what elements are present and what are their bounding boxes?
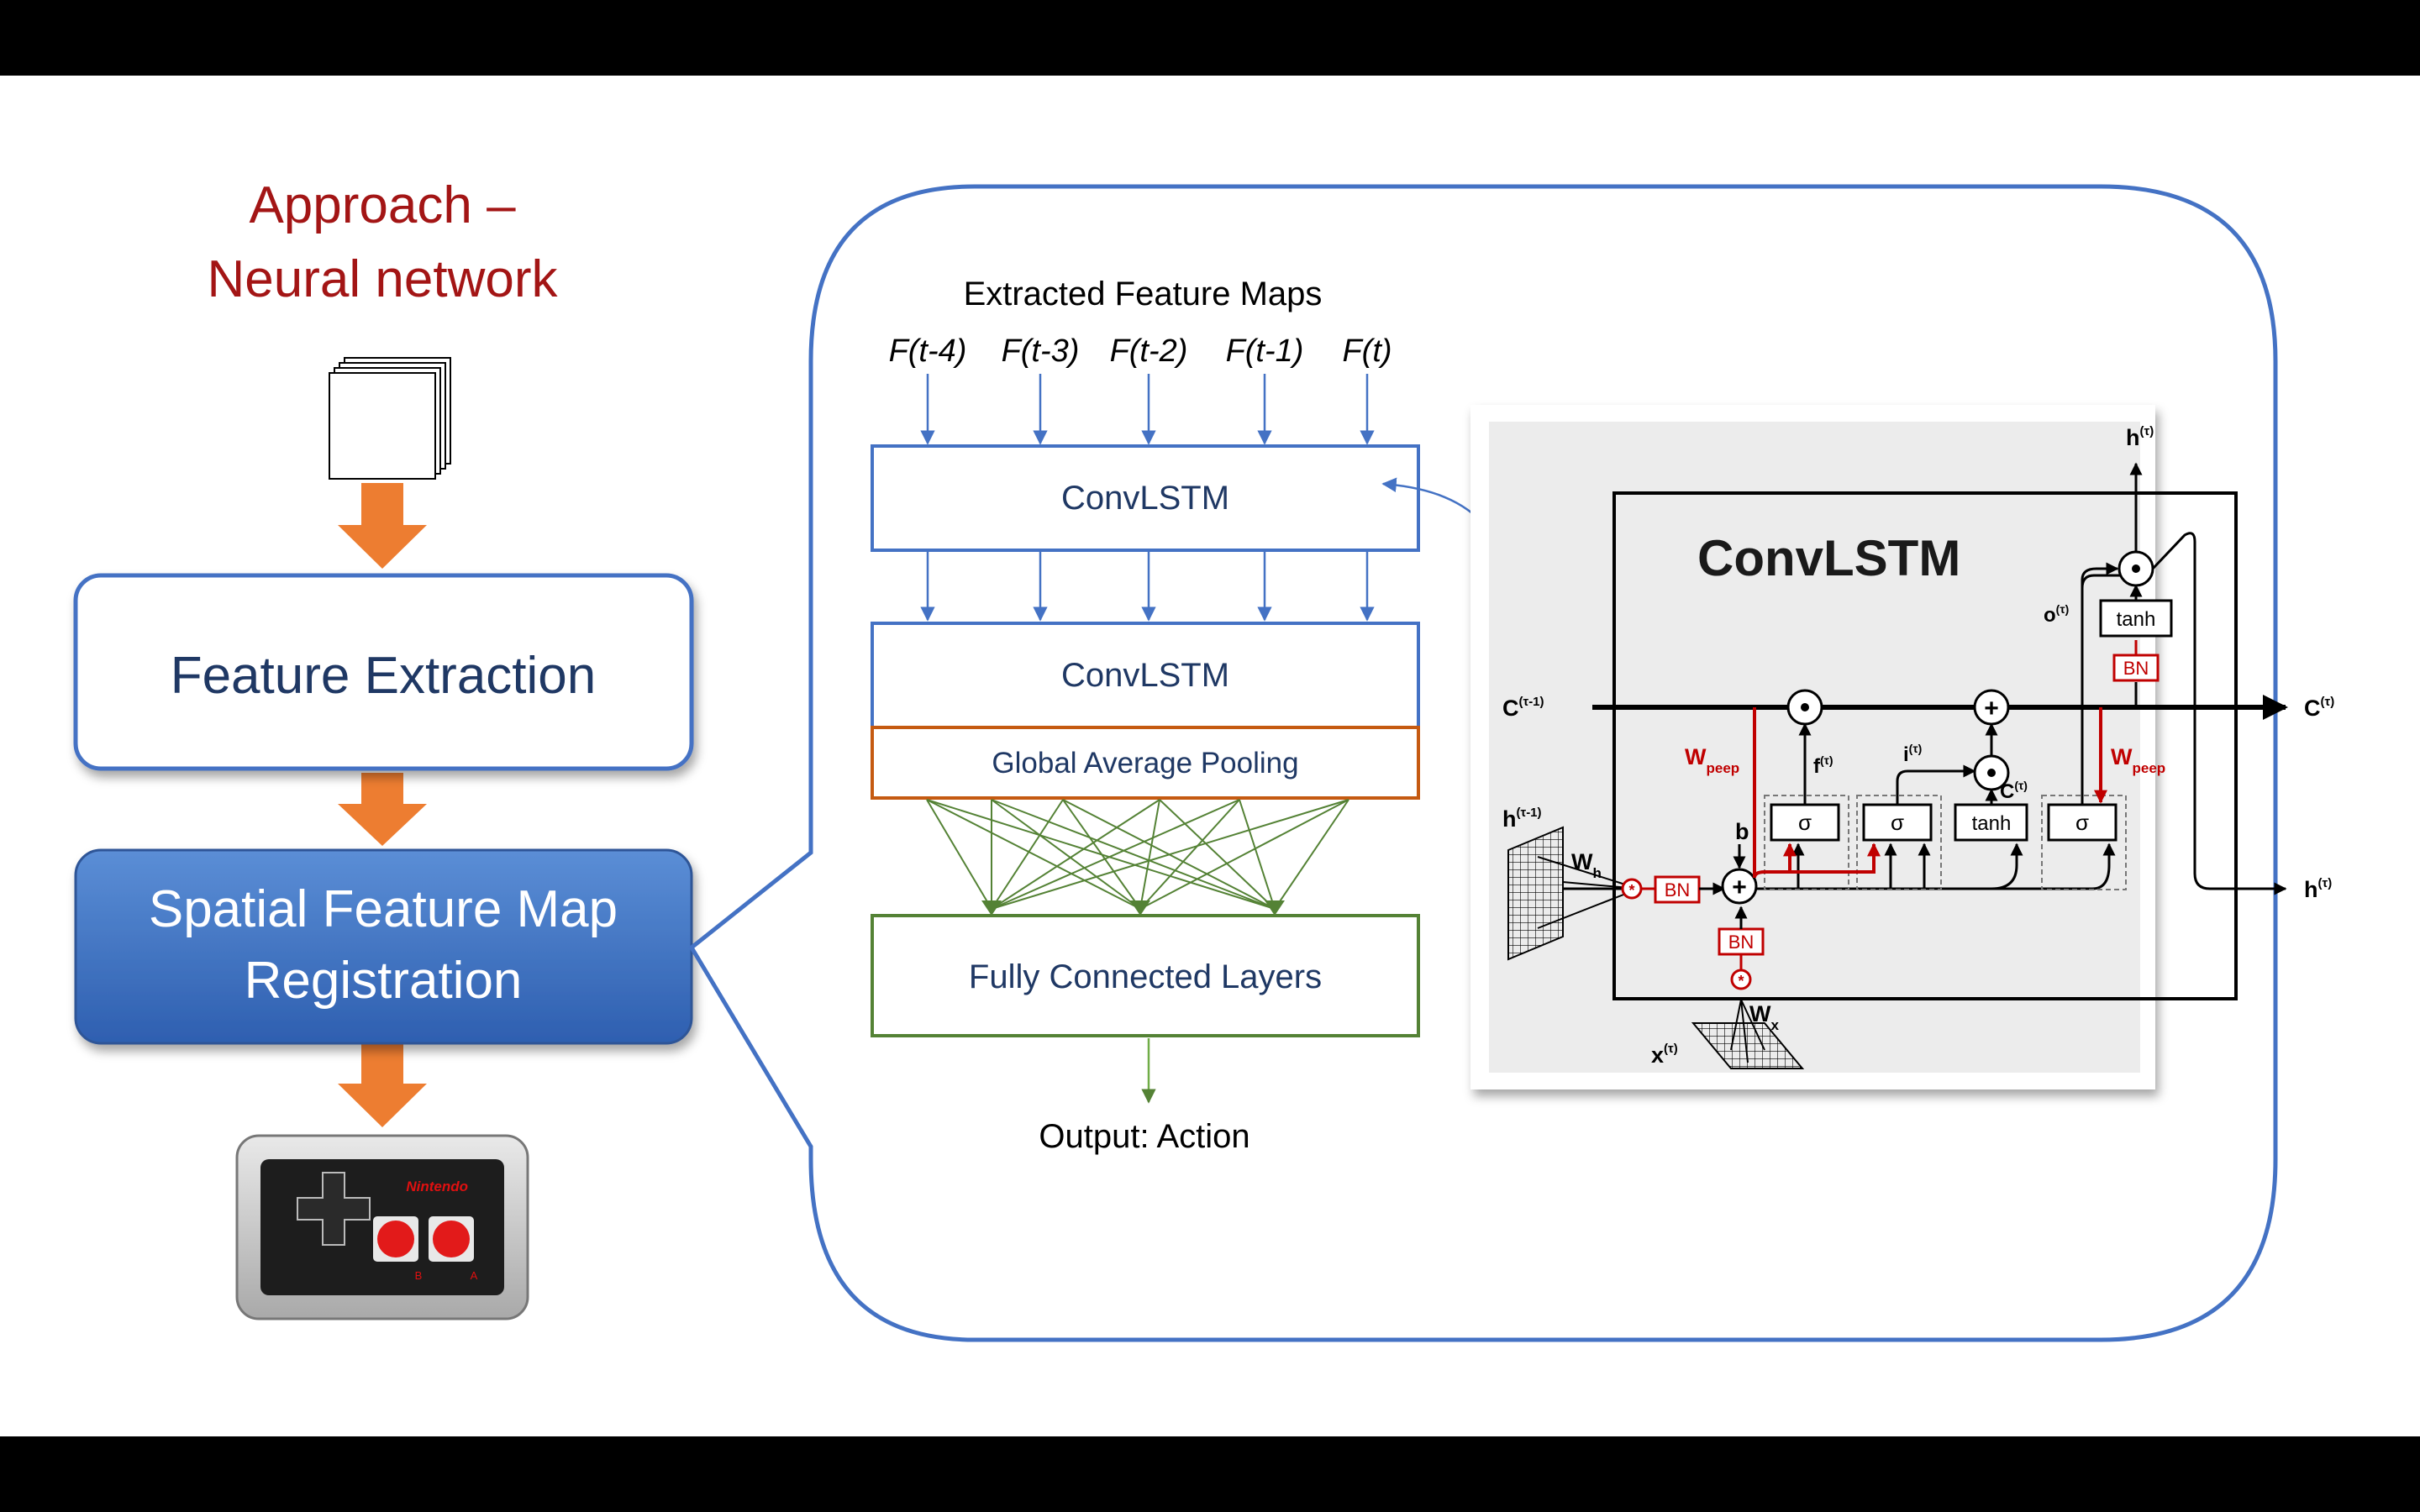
dense-connection-line <box>1139 799 1349 910</box>
svg-text:*: * <box>1628 882 1634 899</box>
output-gate-box <box>2047 803 2118 842</box>
bias-label: b <box>1735 819 1749 844</box>
dense-arrowhead-icon <box>1130 900 1150 916</box>
dense-connection-line <box>926 799 992 910</box>
down-arrow-icon <box>338 773 427 846</box>
cell-border <box>1612 491 2238 1000</box>
convlstm-layer-2-label: ConvLSTM <box>1061 657 1229 694</box>
output-tanh-label: tanh <box>2117 608 2156 631</box>
input-gate-box <box>1862 803 1933 842</box>
bn-h-box <box>1654 875 1701 904</box>
controller-brand: Nintendo <box>406 1179 468 1194</box>
svg-text:+: + <box>1984 695 1999 722</box>
dense-connection-line <box>1139 799 1160 910</box>
conv-op-h-icon <box>1621 878 1643 900</box>
dense-connection-line <box>991 799 1276 910</box>
cell-title: ConvLSTM <box>1697 530 1960 586</box>
dense-connection-line <box>991 799 1064 910</box>
dense-connections <box>926 799 1349 916</box>
dense-arrowhead-icon <box>1265 900 1285 916</box>
a-button-icon <box>433 1221 470 1257</box>
w-peep-left-label: Wpeep <box>1685 744 1739 776</box>
h-out-label: h(τ) <box>2304 876 2332 902</box>
output-label: Output: Action <box>1039 1118 1249 1155</box>
dense-connection-line <box>1139 799 1240 910</box>
convlstm-cell-figure <box>1470 405 2238 1089</box>
sum-node-icon <box>1721 868 1758 905</box>
dense-connection-line <box>991 799 1349 910</box>
frame-labels: F(t-4) F(t-3) F(t-2) F(t-1) F(t) <box>889 333 1392 369</box>
w-peep-right-label: Wpeep <box>2111 744 2165 776</box>
registration-label-line2: Registration <box>245 952 523 1010</box>
frame-label: F(t-3) <box>1002 333 1080 369</box>
down-arrow-icon <box>338 1044 427 1127</box>
forget-gate-label: f(τ) <box>1813 753 1833 778</box>
game-controller-icon: Nintendo B A <box>235 1134 529 1320</box>
output-gate-sigma: σ <box>2075 810 2089 835</box>
dense-arrowhead-icon <box>981 900 1002 916</box>
registration-label-line1: Spatial Feature Map <box>149 880 618 938</box>
c-next-label-rendered: C(τ) <box>2304 695 2334 721</box>
frame-label: F(t-4) <box>889 333 967 369</box>
b-button-icon <box>377 1221 414 1257</box>
global-average-pooling-label: Global Average Pooling <box>992 747 1298 780</box>
c-prev-label: C(τ-1) <box>1502 695 1544 721</box>
dense-connection-line <box>1159 799 1276 910</box>
output-tanh-box <box>2099 599 2173 638</box>
cell-add-icon <box>1973 689 2010 726</box>
layer-arrows <box>920 551 1375 622</box>
h-prev-label: h(τ-1) <box>1502 806 1542 832</box>
dense-connection-line <box>926 799 1141 910</box>
frame-label: F(t-2) <box>1110 333 1188 369</box>
candidate-tanh-box <box>1954 803 2028 842</box>
convlstm-layer-1-label: ConvLSTM <box>1061 480 1229 517</box>
feature-extraction-box <box>73 573 694 771</box>
input-gate-sigma: σ <box>1891 810 1904 835</box>
bn-c-label: BN <box>2123 658 2149 679</box>
b-button-label: B <box>415 1269 423 1282</box>
registration-box <box>74 848 693 1045</box>
slide-title-line1: Approach – <box>249 176 516 234</box>
w-x-label: Wx <box>1749 1001 1779 1033</box>
convlstm-layer-2 <box>871 622 1420 729</box>
candidate-tanh-label: tanh <box>1972 812 2012 835</box>
h-prev-grid <box>1507 826 1639 961</box>
a-button-label: A <box>471 1269 478 1282</box>
feature-extraction-label: Feature Extraction <box>171 647 597 705</box>
dense-connection-line <box>1239 799 1276 910</box>
fully-connected-label: Fully Connected Layers <box>969 958 1322 995</box>
svg-text:*: * <box>1738 973 1744 990</box>
dense-connection-line <box>991 799 1240 910</box>
dense-connection-line <box>1062 799 1141 910</box>
frame-label: F(t-1) <box>1226 333 1304 369</box>
frame-label: F(t) <box>1342 333 1392 369</box>
bn-x-label: BN <box>1728 932 1754 953</box>
fully-connected-layer <box>871 914 1420 1037</box>
h-top-label: h(τ) <box>2126 424 2154 450</box>
svg-text:+: + <box>1732 874 1747 901</box>
w-h-label: Wh <box>1571 849 1602 881</box>
bn-c-box <box>2112 654 2160 682</box>
global-average-pooling-layer <box>871 726 1420 800</box>
dpad-icon <box>297 1172 371 1246</box>
forget-gate-sigma: σ <box>1798 810 1812 835</box>
x-input-grid <box>1691 999 1805 1069</box>
input-gate-label: i(τ) <box>1903 742 1922 766</box>
image-stack-icon <box>329 357 451 480</box>
output-gate-label: o(τ) <box>2044 602 2069 627</box>
slide-title-line2: Neural network <box>208 250 559 308</box>
dense-connection-line <box>991 799 1141 910</box>
dense-connection-line <box>991 799 1160 910</box>
convlstm-cell-diagram: ConvLSTM C(τ-1) h(τ-1) Wh * BN + b x(τ) … <box>1502 424 2334 1069</box>
down-arrow-icon <box>338 483 427 569</box>
input-title: Extracted Feature Maps <box>964 276 1323 312</box>
dense-connection-line <box>1274 799 1349 910</box>
bn-h-label: BN <box>1665 879 1691 900</box>
x-input-label: x(τ) <box>1651 1042 1678 1068</box>
input-arrows <box>920 374 1375 445</box>
convlstm-layer-1 <box>871 444 1420 552</box>
